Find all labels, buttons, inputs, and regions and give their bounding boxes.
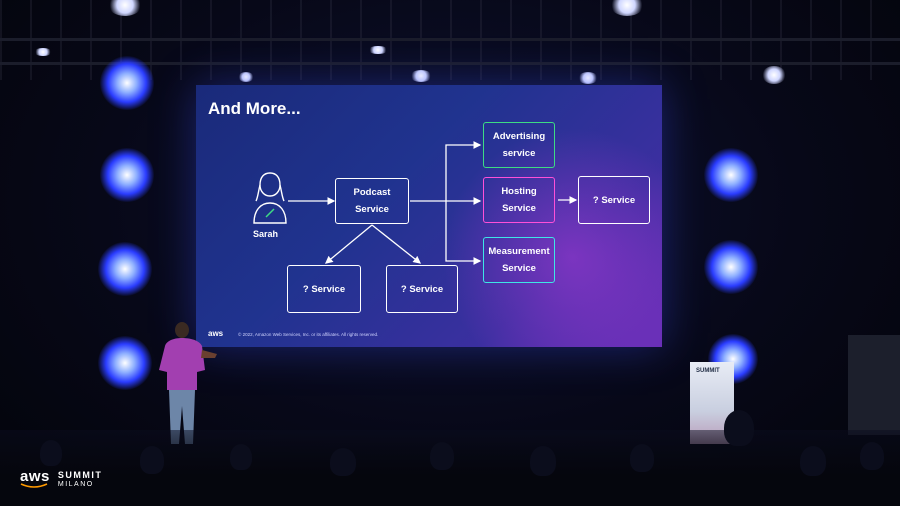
audience-head <box>430 442 454 470</box>
aws-brand: aws <box>20 468 50 485</box>
arrow <box>371 224 422 264</box>
speaker <box>159 322 217 444</box>
ceiling-spotlight <box>238 72 254 82</box>
audience-head <box>40 440 62 466</box>
event-city: MILANO <box>57 481 94 488</box>
stage-light-blue <box>704 240 758 294</box>
ceiling-spotlight <box>108 0 142 16</box>
arrow <box>324 224 373 264</box>
stage-light-blue <box>100 56 154 110</box>
audience-head <box>530 446 556 476</box>
truss-bar <box>0 62 900 65</box>
podcast-service-box: Podcast Service <box>335 178 409 224</box>
hosting-service-box: Hosting Service <box>483 177 555 223</box>
audience-head <box>140 446 164 474</box>
diagram-arrows <box>253 141 578 265</box>
speaker-arm <box>201 350 217 358</box>
advertising-service-box: Advertising service <box>483 122 555 168</box>
audience-head <box>330 448 356 476</box>
person-accent <box>265 208 275 218</box>
ceiling-spotlight <box>410 70 432 82</box>
stage-light-blue <box>100 148 154 202</box>
node-label: Podcast <box>353 187 391 198</box>
event-name: SUMMIT <box>57 470 103 480</box>
audience-head <box>860 442 884 470</box>
arrow <box>445 201 482 265</box>
person-label: Sarah <box>253 229 279 239</box>
stage-panel <box>848 335 900 435</box>
node-label: ? Service <box>400 283 444 295</box>
ceiling-spotlight <box>34 48 52 56</box>
stage-light-blue <box>98 242 152 296</box>
presentation-slide: And More... Sarah Podcast <box>196 85 662 347</box>
ceiling-spotlight <box>610 0 644 16</box>
banner-text: SUMMIT <box>696 368 720 374</box>
node-label: ? Service <box>592 194 636 206</box>
node-label: Hosting <box>501 186 537 197</box>
audience <box>0 430 900 506</box>
arrow <box>445 141 482 201</box>
speaker-head <box>175 322 189 338</box>
aws-logo: aws <box>208 329 224 338</box>
aws-smile-icon <box>20 483 48 488</box>
stage-light-blue <box>704 148 758 202</box>
unknown-service-box: ? Service <box>287 265 361 313</box>
node-label: Service <box>502 263 536 274</box>
node-label: ? Service <box>302 283 346 295</box>
node-label: service <box>502 148 536 159</box>
audience-head <box>724 410 754 446</box>
unknown-service-box: ? Service <box>578 176 650 224</box>
speaker-shirt <box>159 338 205 390</box>
ceiling-spotlight <box>578 72 598 84</box>
copyright-text: © 2022, Amazon Web Services, Inc. or its… <box>238 332 379 337</box>
ceiling-spotlight <box>368 46 388 54</box>
truss-bar <box>0 38 900 41</box>
measurement-service-box: Measurement Service <box>483 237 555 283</box>
aws-summit-logo: aws SUMMIT MILANO <box>20 468 102 489</box>
audience-head <box>630 444 654 472</box>
slide-title: And More... <box>208 99 301 118</box>
node-label: Service <box>502 203 536 214</box>
node-label: Measurement <box>488 246 550 257</box>
ceiling-spotlight <box>762 66 786 84</box>
node-label: Service <box>355 204 389 215</box>
audience-head <box>230 444 252 470</box>
stage-light-blue <box>98 336 152 390</box>
audience-head <box>800 446 826 476</box>
person-icon <box>253 172 287 224</box>
unknown-service-box: ? Service <box>386 265 458 313</box>
node-label: Advertising <box>492 131 546 142</box>
